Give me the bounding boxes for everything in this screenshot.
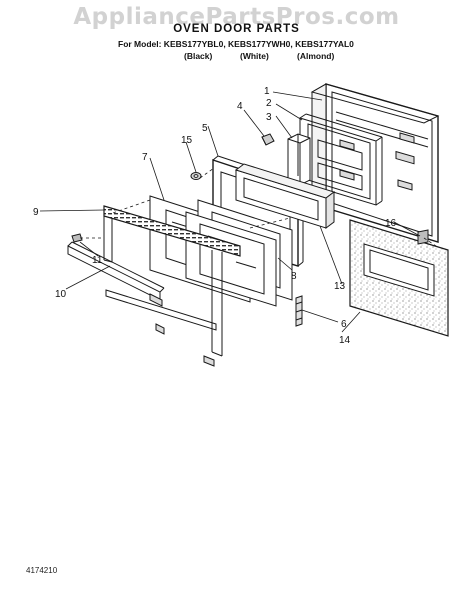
part-bottom-trim [67, 241, 165, 335]
part-hinge-bracket [295, 295, 303, 327]
callout-9: 9 [33, 207, 39, 218]
part-screw-11 [71, 233, 83, 243]
part-grommet [190, 172, 202, 180]
callout-3: 3 [266, 112, 272, 123]
watermark: AppliancePartsPros.com [73, 4, 400, 30]
callout-14: 14 [339, 335, 351, 346]
callout-10: 10 [55, 289, 67, 300]
callout-11: 11 [92, 255, 103, 266]
callout-5: 5 [202, 123, 208, 134]
callout-4: 4 [237, 101, 243, 112]
color-variant-almond: (Almond) [297, 51, 335, 61]
callout-labels: 1 2 3 4 5 7 15 9 16 11 8 13 10 6 14 [33, 86, 397, 346]
part-clip [261, 133, 275, 146]
callout-6: 6 [341, 319, 347, 330]
callout-15: 15 [181, 135, 193, 146]
page-title: OVEN DOOR PARTS [173, 23, 300, 35]
callout-1: 1 [264, 86, 270, 97]
document-number: 4174210 [26, 566, 58, 575]
callout-2: 2 [266, 98, 272, 109]
model-numbers: For Model: KEBS177YBL0, KEBS177YWH0, KEB… [118, 39, 354, 49]
color-variant-white: (White) [240, 51, 269, 61]
part-outer-door-frame [103, 205, 241, 367]
part-outer-door-panel [349, 219, 449, 337]
part-vent-bracket [287, 133, 311, 186]
callout-13: 13 [334, 281, 346, 292]
callout-16: 16 [385, 218, 397, 229]
color-variant-black: (Black) [184, 51, 213, 61]
leader-lines [39, 91, 421, 333]
part-clip-16 [417, 229, 429, 245]
part-door-vent [234, 163, 336, 229]
assembly-guides [80, 167, 437, 247]
callout-8: 8 [291, 271, 297, 282]
callout-7: 7 [142, 152, 148, 163]
